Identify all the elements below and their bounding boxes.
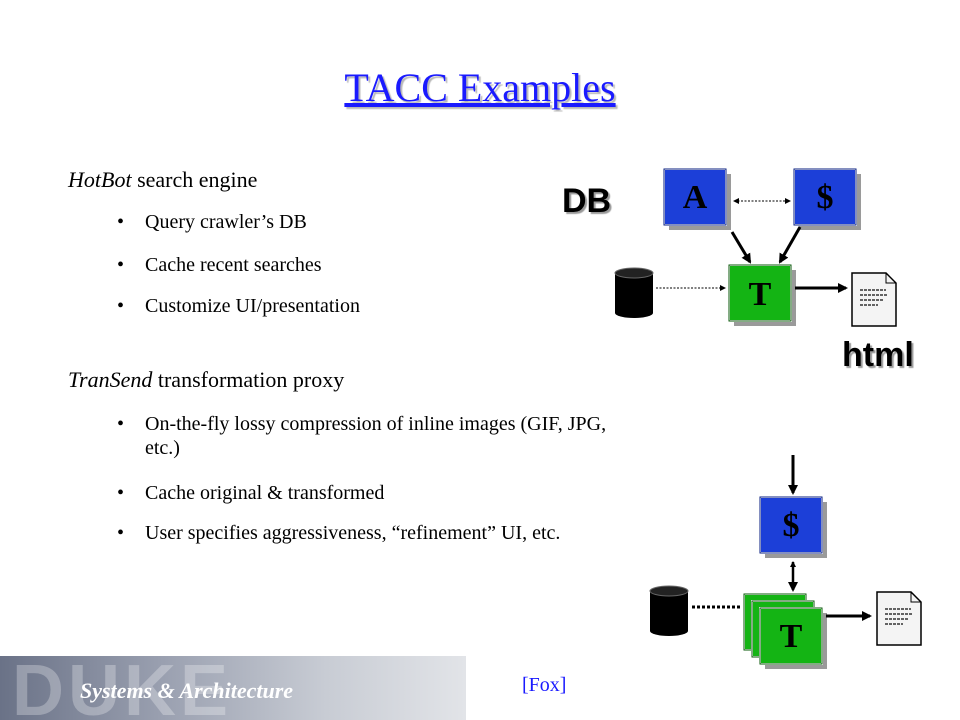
list-item: • On-the-fly lossy compression of inline … — [117, 412, 645, 460]
bullet-text: Cache original & transformed — [145, 482, 385, 504]
box-cache-top-label: $ — [817, 179, 834, 216]
database-icon — [614, 267, 654, 318]
list-item: • Cache original & transformed — [117, 481, 645, 505]
a-to-t-arrow — [730, 231, 752, 264]
box-cache-bottom-label: $ — [783, 507, 800, 544]
footer-banner: DUKE Systems & Architecture — [0, 656, 466, 720]
transend-name: TranSend — [68, 367, 153, 392]
bullet-text: User specifies aggressiveness, “refineme… — [145, 522, 561, 544]
transformer-box-top: T — [728, 264, 796, 326]
db-label: DB — [562, 182, 612, 220]
hotbot-heading-rest: search engine — [131, 167, 258, 192]
list-item: • User specifies aggressiveness, “refinem… — [117, 521, 625, 545]
document-icon-bottom — [876, 591, 922, 646]
bullet-dot: • — [117, 295, 125, 317]
box-t-bottom-label: T — [780, 618, 803, 655]
list-item: • Cache recent searches — [117, 253, 545, 277]
bullet-dot: • — [117, 482, 125, 504]
footer-subtitle: Systems & Architecture — [80, 678, 294, 703]
bullet-text: Cache recent searches — [145, 254, 322, 276]
database-icon-bottom — [649, 585, 689, 636]
html-document-icon — [851, 272, 897, 327]
bullet-text: Query crawler’s DB — [145, 211, 307, 233]
cache-box-top: $ — [793, 168, 861, 230]
bullet-dot: • — [117, 413, 125, 435]
transend-heading: TranSend transformation proxy — [68, 367, 344, 393]
cache-to-t-arrow — [778, 226, 802, 264]
slide-title: TACC Examples — [344, 65, 616, 110]
bullet-dot: • — [117, 254, 125, 276]
cache-box-bottom: $ — [759, 496, 827, 558]
hotbot-heading: HotBot search engine — [68, 167, 257, 193]
list-item: • Customize UI/presentation — [117, 294, 545, 318]
aggregator-box: A — [663, 168, 731, 230]
hotbot-name: HotBot — [68, 167, 132, 192]
bullet-dot: • — [117, 211, 125, 233]
box-t-top-label: T — [749, 276, 772, 313]
html-label: html — [842, 336, 914, 374]
box-a-label: A — [683, 179, 708, 216]
credit-text: [Fox] — [522, 674, 567, 696]
bullet-dot: • — [117, 522, 125, 544]
bullet-text: On-the-fly lossy compression of inline i… — [145, 413, 607, 459]
transend-heading-rest: transformation proxy — [152, 367, 345, 392]
transformer-stack: T — [743, 593, 827, 669]
duke-logo-word: DUKE — [12, 656, 233, 720]
list-item: • Query crawler’s DB — [117, 210, 545, 234]
bullet-text: Customize UI/presentation — [145, 295, 360, 317]
